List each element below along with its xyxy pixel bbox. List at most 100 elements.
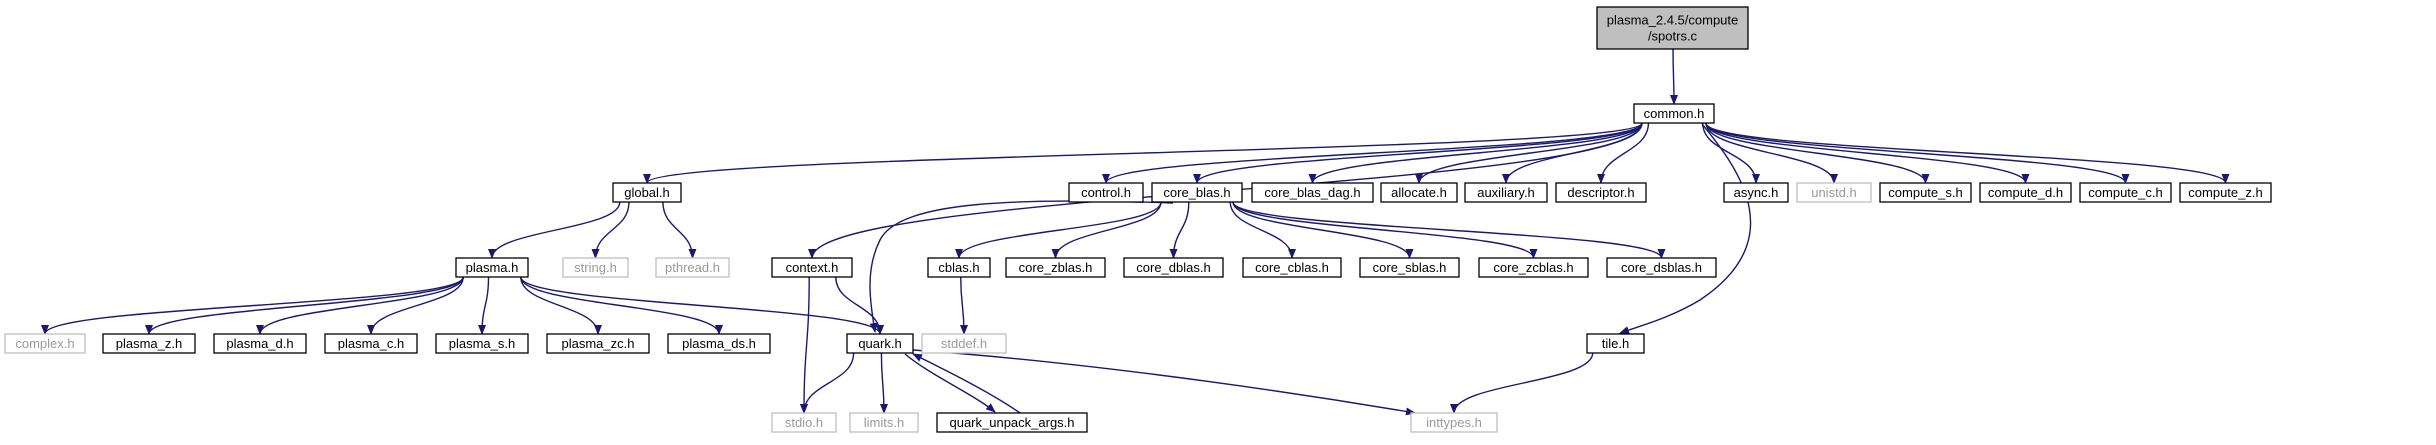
edge-plasma-h-to-plasma-c-h [367,276,464,335]
edge-quark-h-to-inttypes-h [912,349,1416,416]
edge-common-h-to-tile-h [1619,123,1752,334]
node-context-h[interactable]: context.h [771,257,853,278]
edge-core-blas-h-to-core-zblas-h [1051,201,1162,259]
node-common-h[interactable]: common.h [1633,103,1715,124]
edge-quark-h-to-quark-unpack-args-h [904,353,996,413]
node-label: plasma_2.4.5/compute [1607,13,1739,28]
node-box [612,182,682,203]
edge-line [800,352,855,414]
node-plasma-d-h[interactable]: plasma_d.h [213,333,307,354]
node-compute-s-h[interactable]: compute_s.h [1879,182,1972,203]
node-plasma-z-h[interactable]: plasma_z.h [102,333,196,354]
edge-quark-unpack-args-h-to-quark-h [912,353,1021,414]
edge-line [1232,201,1414,259]
nodes-layer: plasma_2.4.5/compute/spotrs.c common.h glo… [4,6,2272,433]
node-quark-h[interactable]: quark.h [846,333,914,354]
node-label: compute_z.h [2188,185,2262,200]
edge-line [1702,122,1760,184]
node-compute-z-h[interactable]: compute_z.h [2179,182,2272,203]
node-root[interactable]: plasma_2.4.5/compute/spotrs.c [1596,6,1749,50]
node-label: stddef.h [941,336,987,351]
node-label: inttypes.h [1426,415,1482,430]
node-plasma-zc-h[interactable]: plasma_zc.h [546,333,650,354]
edge-line [520,276,884,335]
edge-line [879,352,888,414]
node-box [1555,182,1647,203]
edge-plasma-h-to-plasma-s-h [478,276,490,335]
node-box [1380,182,1458,203]
edges-layer [41,48,2230,416]
node-label: core_sblas.h [1373,260,1447,275]
node-label: limits.h [864,415,904,430]
node-label: compute_s.h [1888,185,1962,200]
node-box [1123,257,1224,278]
node-quark-unpack-args-h[interactable]: quark_unpack_args.h [936,412,1088,433]
edge-line [904,353,996,413]
node-compute-c-h[interactable]: compute_c.h [2079,182,2172,203]
node-compute-d-h[interactable]: compute_d.h [1979,182,2072,203]
node-box [546,333,650,354]
node-label: core_zblas.h [1019,260,1093,275]
node-plasma-s-h[interactable]: plasma_s.h [435,333,529,354]
node-box [1005,257,1106,278]
node-label: plasma_d.h [226,336,293,351]
edge-common-h-to-global-h [643,122,1643,184]
node-core-zblas-h[interactable]: core_zblas.h [1005,257,1106,278]
node-core-dsblas-h[interactable]: core_dsblas.h [1606,257,1717,278]
edge-line [1450,352,1594,414]
node-plasma-h[interactable]: plasma.h [455,257,529,278]
node-box [1151,182,1243,203]
node-label: core_zcblas.h [1493,260,1573,275]
edge-common-h-to-compute-d-h [1705,122,2030,184]
node-string-h: string.h [562,257,629,278]
node-label: core_blas_dag.h [1264,185,1360,200]
node-control-h[interactable]: control.h [1068,182,1144,203]
node-label: cblas.h [938,260,979,275]
node-label: pthread.h [665,260,720,275]
node-auxiliary-h[interactable]: auxiliary.h [1464,182,1548,203]
node-core-blas-h[interactable]: core_blas.h [1151,182,1243,203]
edge-context-h-to-stdio-h [800,276,810,414]
node-core-cblas-h[interactable]: core_cblas.h [1242,257,1342,278]
edge-global-h-to-string-h [591,201,630,259]
node-cblas-h[interactable]: cblas.h [927,257,991,278]
node-core-sblas-h[interactable]: core_sblas.h [1359,257,1460,278]
edge-line [662,201,697,259]
node-tile-h[interactable]: tile.h [1586,333,1645,354]
node-allocate-h[interactable]: allocate.h [1380,182,1458,203]
node-label: string.h [574,260,617,275]
node-stddef-h: stddef.h [921,333,1007,354]
node-box [2179,182,2272,203]
node-box [1879,182,1972,203]
node-plasma-c-h[interactable]: plasma_c.h [324,333,418,354]
edge-line [478,276,490,335]
edge-core-blas-h-to-core-zcblas-h [1232,201,1538,259]
node-label: common.h [1644,106,1705,121]
node-core-zcblas-h[interactable]: core_zcblas.h [1478,257,1589,278]
node-label: allocate.h [1391,185,1447,200]
node-label: plasma.h [466,260,519,275]
node-box [1359,257,1460,278]
node-box [667,333,771,354]
node-core-blas-dag-h[interactable]: core_blas_dag.h [1251,182,1374,203]
edge-line [1705,122,1838,184]
node-box [1633,103,1715,124]
node-label: /spotrs.c [1648,29,1698,44]
node-label: control.h [1081,185,1131,200]
node-core-dblas-h[interactable]: core_dblas.h [1123,257,1224,278]
edge-common-h-to-core-blas-h [1193,122,1643,184]
node-async-h[interactable]: async.h [1723,182,1789,203]
edge-line [1232,201,1666,259]
edge-line [520,276,602,335]
edge-quark-h-to-limits-h [879,352,888,414]
edge-line [1619,123,1752,334]
node-label: plasma_ds.h [682,336,756,351]
node-box [1796,182,1872,203]
node-box [455,257,529,278]
edge-plasma-h-to-complex-h [41,276,464,335]
node-plasma-ds-h[interactable]: plasma_ds.h [667,333,771,354]
node-global-h[interactable]: global.h [612,182,682,203]
node-descriptor-h[interactable]: descriptor.h [1555,182,1647,203]
node-label: context.h [786,260,839,275]
